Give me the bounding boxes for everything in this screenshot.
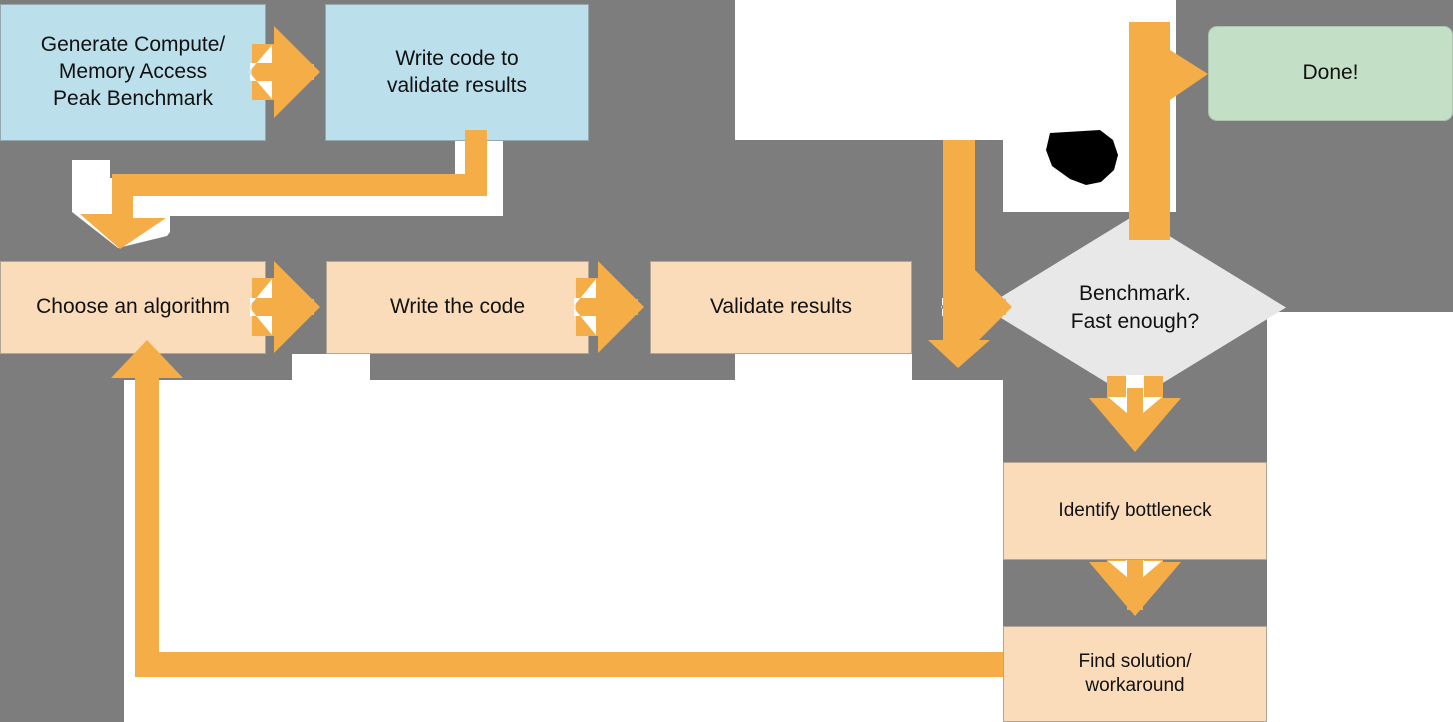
node-benchmark-decision-label: Benchmark. Fast enough? bbox=[1070, 282, 1200, 333]
node-identify-bottleneck[interactable]: Identify bottleneck bbox=[1003, 462, 1267, 560]
node-find-solution[interactable]: Find solution/ workaround bbox=[1003, 626, 1267, 722]
node-choose-algorithm[interactable]: Choose an algorithm bbox=[0, 261, 266, 354]
node-benchmark-decision[interactable]: Benchmark. Fast enough? bbox=[984, 215, 1286, 400]
node-done[interactable]: Done! bbox=[1208, 26, 1453, 121]
black-artifact bbox=[1046, 130, 1118, 185]
node-write-code[interactable]: Write the code bbox=[326, 261, 589, 354]
node-generate-benchmark[interactable]: Generate Compute/ Memory Access Peak Ben… bbox=[0, 4, 266, 141]
node-write-validation-code[interactable]: Write code to validate results bbox=[325, 4, 589, 141]
node-validate-results[interactable]: Validate results bbox=[650, 261, 912, 354]
